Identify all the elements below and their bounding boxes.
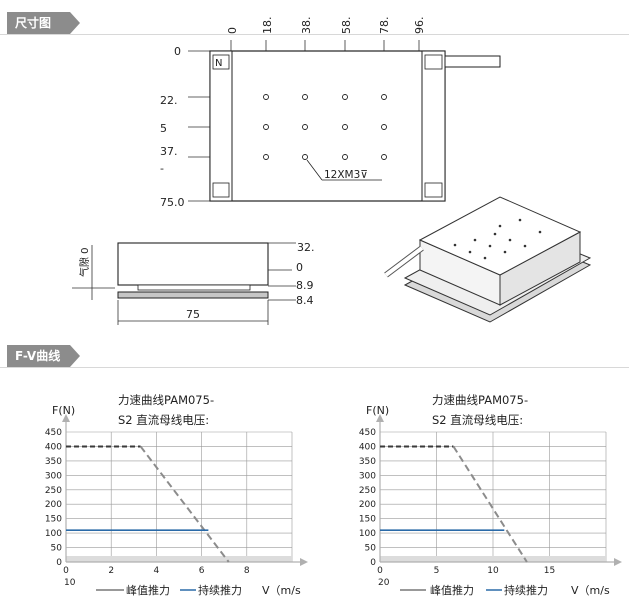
x-tick-label: 6 [199,566,205,576]
left-dim-5: 75.0 [160,196,185,209]
x-tick-label: 2 [108,566,114,576]
y-tick-label: 150 [45,515,62,525]
y-tick-label: 450 [45,428,62,438]
y-tick-label: 300 [359,471,376,481]
top-dim-2: 38. [300,17,313,35]
section-divider [0,367,629,368]
x-tick-overlap: 10 [64,578,76,588]
y-tick-label: 350 [45,457,62,467]
series-peak-force [452,445,528,563]
top-dim-3: 58. [340,17,353,35]
top-dim-1: 18. [261,17,274,35]
x-tick-label: 0 [377,566,383,576]
left-dim-0: 0 [174,45,181,58]
x-tick-overlap: 20 [378,578,390,588]
mount-hole-grid [263,94,387,160]
dimension-drawing: 0 18. 38. 58. 78. 96. 0 22. 5 37. - 75.0… [72,17,592,325]
y-axis-unit: F(N) [366,404,389,417]
y-tick-label: 400 [359,442,376,452]
x-axis-arrow [300,558,308,566]
y-tick-label: 200 [45,500,62,510]
x-tick-label: 8 [244,566,250,576]
baseline-band [380,556,606,562]
left-dim-3: 37. [160,145,178,158]
side-dim-width: 75 [186,308,200,321]
chart-title-line1: 力速曲线PAM075- [118,393,214,407]
y-tick-label: 0 [370,558,376,568]
y-tick-label: 350 [359,457,376,467]
top-dim-4: 78. [378,17,391,35]
y-axis-arrow [376,414,384,422]
x-tick-label: 15 [544,566,555,576]
y-tick-label: 50 [365,544,377,554]
x-axis-unit: V（m/s [571,584,610,597]
chart-title-line1: 力速曲线PAM075- [432,393,528,407]
chart-title-line2: S2 直流母线电压: [118,413,209,427]
x-tick-label: 10 [487,566,499,576]
left-dim-2: 5 [160,122,167,135]
legend-peak-label: 峰值推力 [126,583,170,597]
y-tick-label: 450 [359,428,376,438]
y-tick-label: 0 [56,558,62,568]
y-tick-label: 100 [45,529,62,539]
x-tick-label: 0 [63,566,69,576]
left-dim-1: 22. [160,94,178,107]
side-dim-84: 8.4 [296,294,314,307]
section-title-dimensions: 尺寸图 [7,12,80,34]
y-tick-label: 250 [359,486,376,496]
top-dim-5: 96. [413,17,426,35]
x-axis-arrow [614,558,622,566]
n-pole-mark: N [215,58,222,69]
x-axis-unit: V（m/s [262,584,301,597]
isometric-view [384,196,592,323]
fv-chart-1: 力速曲线PAM075- S2 直流母线电压: F(N) 10 峰值推力 持续推力… [0,380,315,616]
air-gap-label: 气隙 0 [78,247,91,277]
series-peak-force [139,445,230,563]
top-dim-0: 0 [226,27,239,34]
side-dim-89: 8.9 [296,279,314,292]
baseline-band [66,556,292,562]
side-dim-zero: 0 [296,261,303,274]
plot-area: 0 50 100 150 200 250 300 350 400 450 0 5 10 15 [359,414,622,576]
hole-callout: 12XM3⊽ [324,169,368,181]
side-dim-height: 32. [297,241,315,254]
plot-area: 0 50 100 150 200 250 300 350 400 450 0 2 4 6 8 [45,414,308,576]
y-tick-label: 50 [51,544,63,554]
chart-title-line2: S2 直流母线电压: [432,413,523,427]
y-axis-arrow [62,414,70,422]
x-tick-label: 5 [434,566,440,576]
fv-chart-2: 力速曲线PAM075- S2 直流母线电压: F(N) 20 峰值推力 持续推力… [314,380,629,616]
x-tick-label: 4 [154,566,160,576]
left-dim-4: - [160,162,164,175]
section-title-fv: F-V曲线 [7,345,80,367]
y-tick-label: 100 [359,529,376,539]
legend-cont-label: 持续推力 [198,583,242,597]
legend-peak-label: 峰值推力 [430,583,474,597]
y-tick-label: 200 [359,500,376,510]
y-tick-label: 400 [45,442,62,452]
y-tick-label: 150 [359,515,376,525]
y-axis-unit: F(N) [52,404,75,417]
y-tick-label: 300 [45,471,62,481]
y-tick-label: 250 [45,486,62,496]
legend-cont-label: 持续推力 [504,583,548,597]
section-divider [0,34,629,35]
